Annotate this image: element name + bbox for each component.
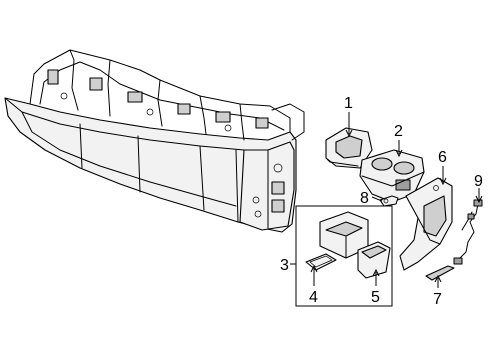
leader-1-arrow: [345, 129, 353, 138]
leader-lines: [290, 112, 483, 288]
leader-7-arrow: [434, 274, 442, 283]
part-7-shape: [425, 265, 455, 281]
callout-7: 7: [433, 291, 442, 308]
leader-2-arrow: [395, 149, 403, 158]
part-8-shape: [379, 195, 399, 207]
part-5-shape: [357, 241, 391, 279]
callout-8: 8: [360, 190, 369, 207]
leader-5-arrow: [372, 268, 380, 277]
callout-1: 1: [344, 95, 353, 112]
leader-9-arrow: [475, 195, 483, 204]
callout-5: 5: [371, 289, 380, 306]
callout-6: 6: [438, 149, 447, 166]
part-3-box: [295, 205, 393, 307]
console-body: [4, 49, 305, 233]
leader-4-arrow: [310, 264, 318, 273]
part-4-shape: [305, 253, 337, 271]
callout-3: 3: [280, 257, 289, 274]
callout-2: 2: [394, 123, 403, 140]
callout-9: 9: [474, 173, 483, 190]
part-6-shape: [399, 177, 453, 271]
storage-bin-shape: [319, 211, 369, 259]
callout-4: 4: [309, 289, 318, 306]
leader-6-arrow: [439, 177, 447, 186]
leader-8: [371, 196, 383, 202]
part-9-shape: [453, 199, 483, 265]
